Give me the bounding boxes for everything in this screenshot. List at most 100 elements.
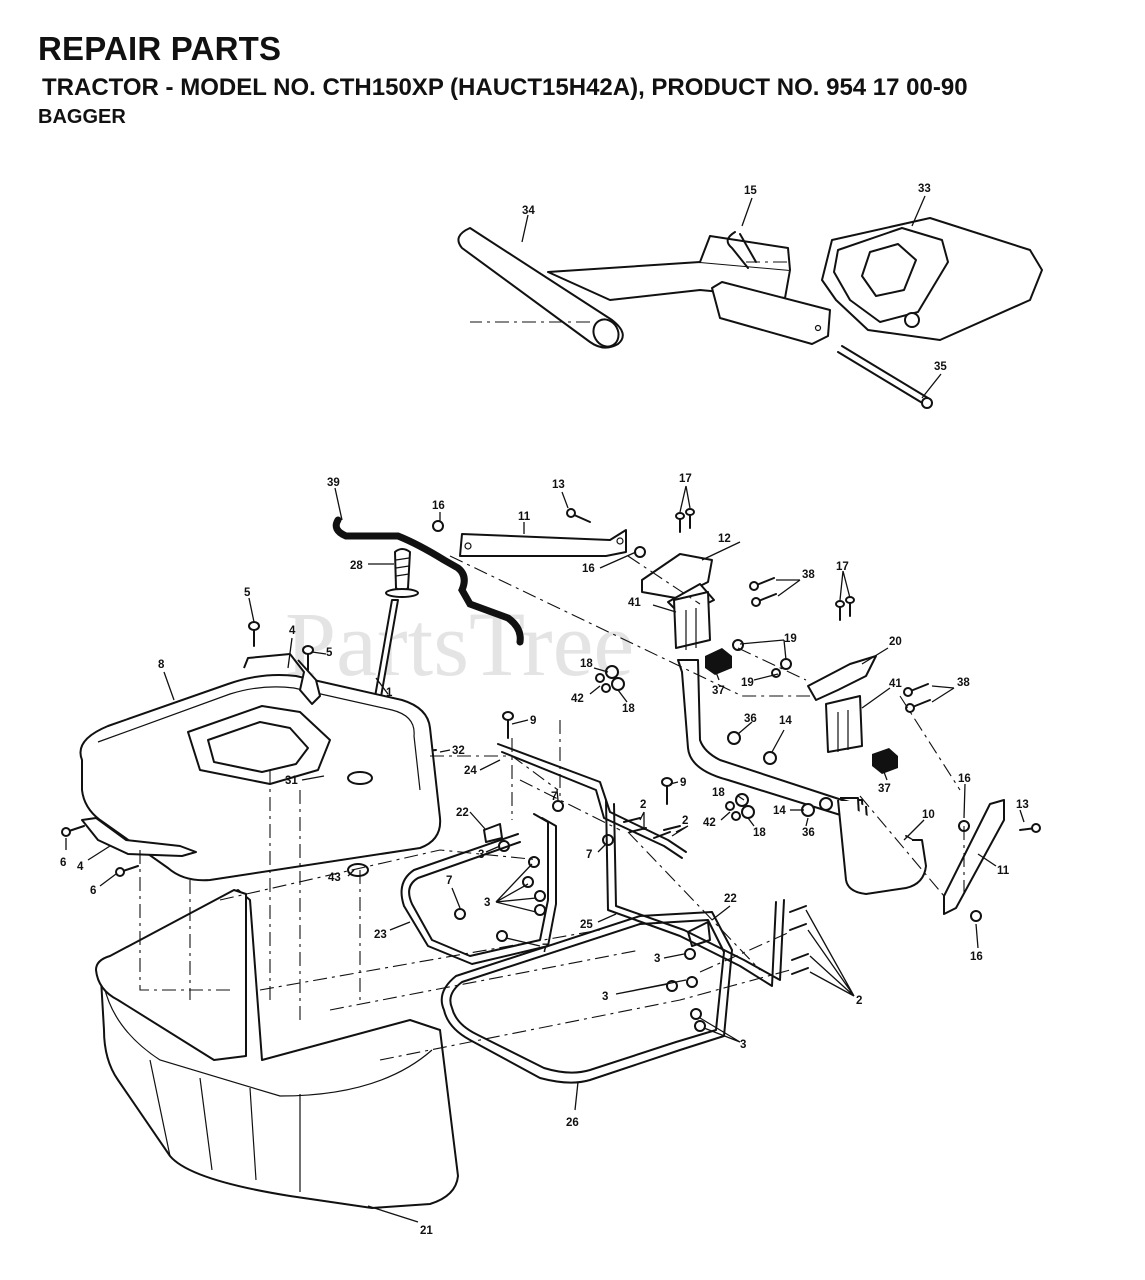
pad-37b	[872, 748, 898, 774]
callout-3: 3	[484, 897, 490, 909]
frame-10	[677, 659, 927, 895]
watermark: PartsTree	[285, 593, 634, 695]
callout-13: 13	[552, 479, 565, 491]
callout-18: 18	[753, 827, 766, 839]
callout-38: 38	[802, 569, 815, 581]
callout-2: 2	[640, 799, 646, 811]
page-title: REPAIR PARTS	[38, 30, 282, 67]
bag-21	[95, 889, 459, 1209]
callout-25: 25	[580, 919, 593, 931]
callout-3: 3	[602, 991, 608, 1003]
bracket-11b	[943, 799, 1005, 915]
callout-7: 7	[586, 849, 592, 861]
callout-14: 14	[773, 805, 786, 817]
grip-28	[385, 548, 419, 598]
frame-24	[497, 743, 687, 859]
callout-2: 2	[682, 815, 688, 827]
callout-16: 16	[432, 500, 445, 512]
frame-25	[605, 799, 785, 987]
callout-7: 7	[551, 791, 557, 803]
callout-12: 12	[718, 533, 731, 545]
callout-3: 3	[654, 953, 660, 965]
assembly-lines	[139, 261, 965, 1061]
callout-6: 6	[60, 857, 66, 869]
callout-19: 19	[741, 677, 754, 689]
callout-7: 7	[542, 943, 548, 955]
callout-6: 6	[90, 885, 96, 897]
callout-23: 23	[374, 929, 387, 941]
callout-17: 17	[679, 473, 692, 485]
plate-41a	[673, 591, 711, 650]
callout-26: 26	[566, 1117, 579, 1129]
callout-33: 33	[918, 183, 931, 195]
callout-15: 15	[744, 185, 757, 197]
frame-23	[400, 813, 557, 965]
callout-41: 41	[628, 597, 641, 609]
callout-labels: 34 15 33 35 39 28 16 11 13 16 17 12 38 1…	[60, 183, 1029, 1237]
callout-5: 5	[244, 587, 251, 599]
callout-36: 36	[802, 827, 815, 839]
plate-41b	[825, 695, 863, 753]
hardware	[61, 508, 1041, 1032]
section-title: BAGGER	[38, 106, 126, 128]
callout-22: 22	[456, 807, 469, 819]
callout-16: 16	[958, 773, 971, 785]
handle-4a	[243, 653, 321, 705]
callout-18: 18	[580, 658, 593, 670]
callout-37: 37	[712, 685, 725, 697]
bracket-20	[807, 655, 877, 701]
latch-33	[821, 217, 1043, 341]
callout-19: 19	[784, 633, 797, 645]
bracket-11a	[459, 529, 627, 557]
callout-16: 16	[582, 563, 595, 575]
frame-26	[440, 911, 733, 1084]
callout-18: 18	[622, 703, 635, 715]
callout-36: 36	[744, 713, 757, 725]
hairpin-15	[726, 231, 757, 269]
callout-5: 5	[326, 647, 333, 659]
callout-1: 1	[386, 687, 393, 699]
callout-4: 4	[289, 625, 296, 637]
callout-2: 2	[856, 995, 862, 1007]
callout-9: 9	[530, 715, 536, 727]
callout-7: 7	[446, 875, 452, 887]
callout-3: 3	[478, 849, 484, 861]
handle-tube-34	[457, 227, 624, 349]
callout-20: 20	[889, 636, 902, 648]
pin-35	[837, 345, 933, 409]
callout-41: 41	[889, 678, 902, 690]
callout-32: 32	[452, 745, 465, 757]
callout-11: 11	[997, 865, 1010, 877]
pad-37a	[705, 648, 732, 675]
callout-18: 18	[712, 787, 725, 799]
callout-21: 21	[420, 1225, 433, 1237]
callout-39: 39	[327, 477, 340, 489]
callout-4: 4	[77, 861, 84, 873]
lid-8	[79, 674, 442, 882]
callout-3: 3	[740, 1039, 746, 1051]
callout-10: 10	[922, 809, 935, 821]
callout-35: 35	[934, 361, 947, 373]
callout-28: 28	[350, 560, 363, 572]
callout-31: 31	[285, 775, 298, 787]
leader-lines	[65, 195, 1025, 1223]
callout-34: 34	[522, 205, 535, 217]
callout-42: 42	[571, 693, 584, 705]
callout-37: 37	[878, 783, 891, 795]
callout-38: 38	[957, 677, 970, 689]
callout-42: 42	[703, 817, 716, 829]
handle-4b	[81, 817, 197, 857]
callout-13: 13	[1016, 799, 1029, 811]
callout-11: 11	[518, 511, 531, 523]
rod-39	[332, 516, 524, 646]
model-subtitle: TRACTOR - MODEL NO. CTH150XP (HAUCT15H42…	[42, 74, 968, 101]
callout-17: 17	[836, 561, 849, 573]
callout-9: 9	[680, 777, 686, 789]
callout-14: 14	[779, 715, 792, 727]
callout-22: 22	[724, 893, 737, 905]
callout-8: 8	[158, 659, 165, 671]
callout-16: 16	[970, 951, 983, 963]
callout-43: 43	[328, 872, 341, 884]
callout-24: 24	[464, 765, 477, 777]
